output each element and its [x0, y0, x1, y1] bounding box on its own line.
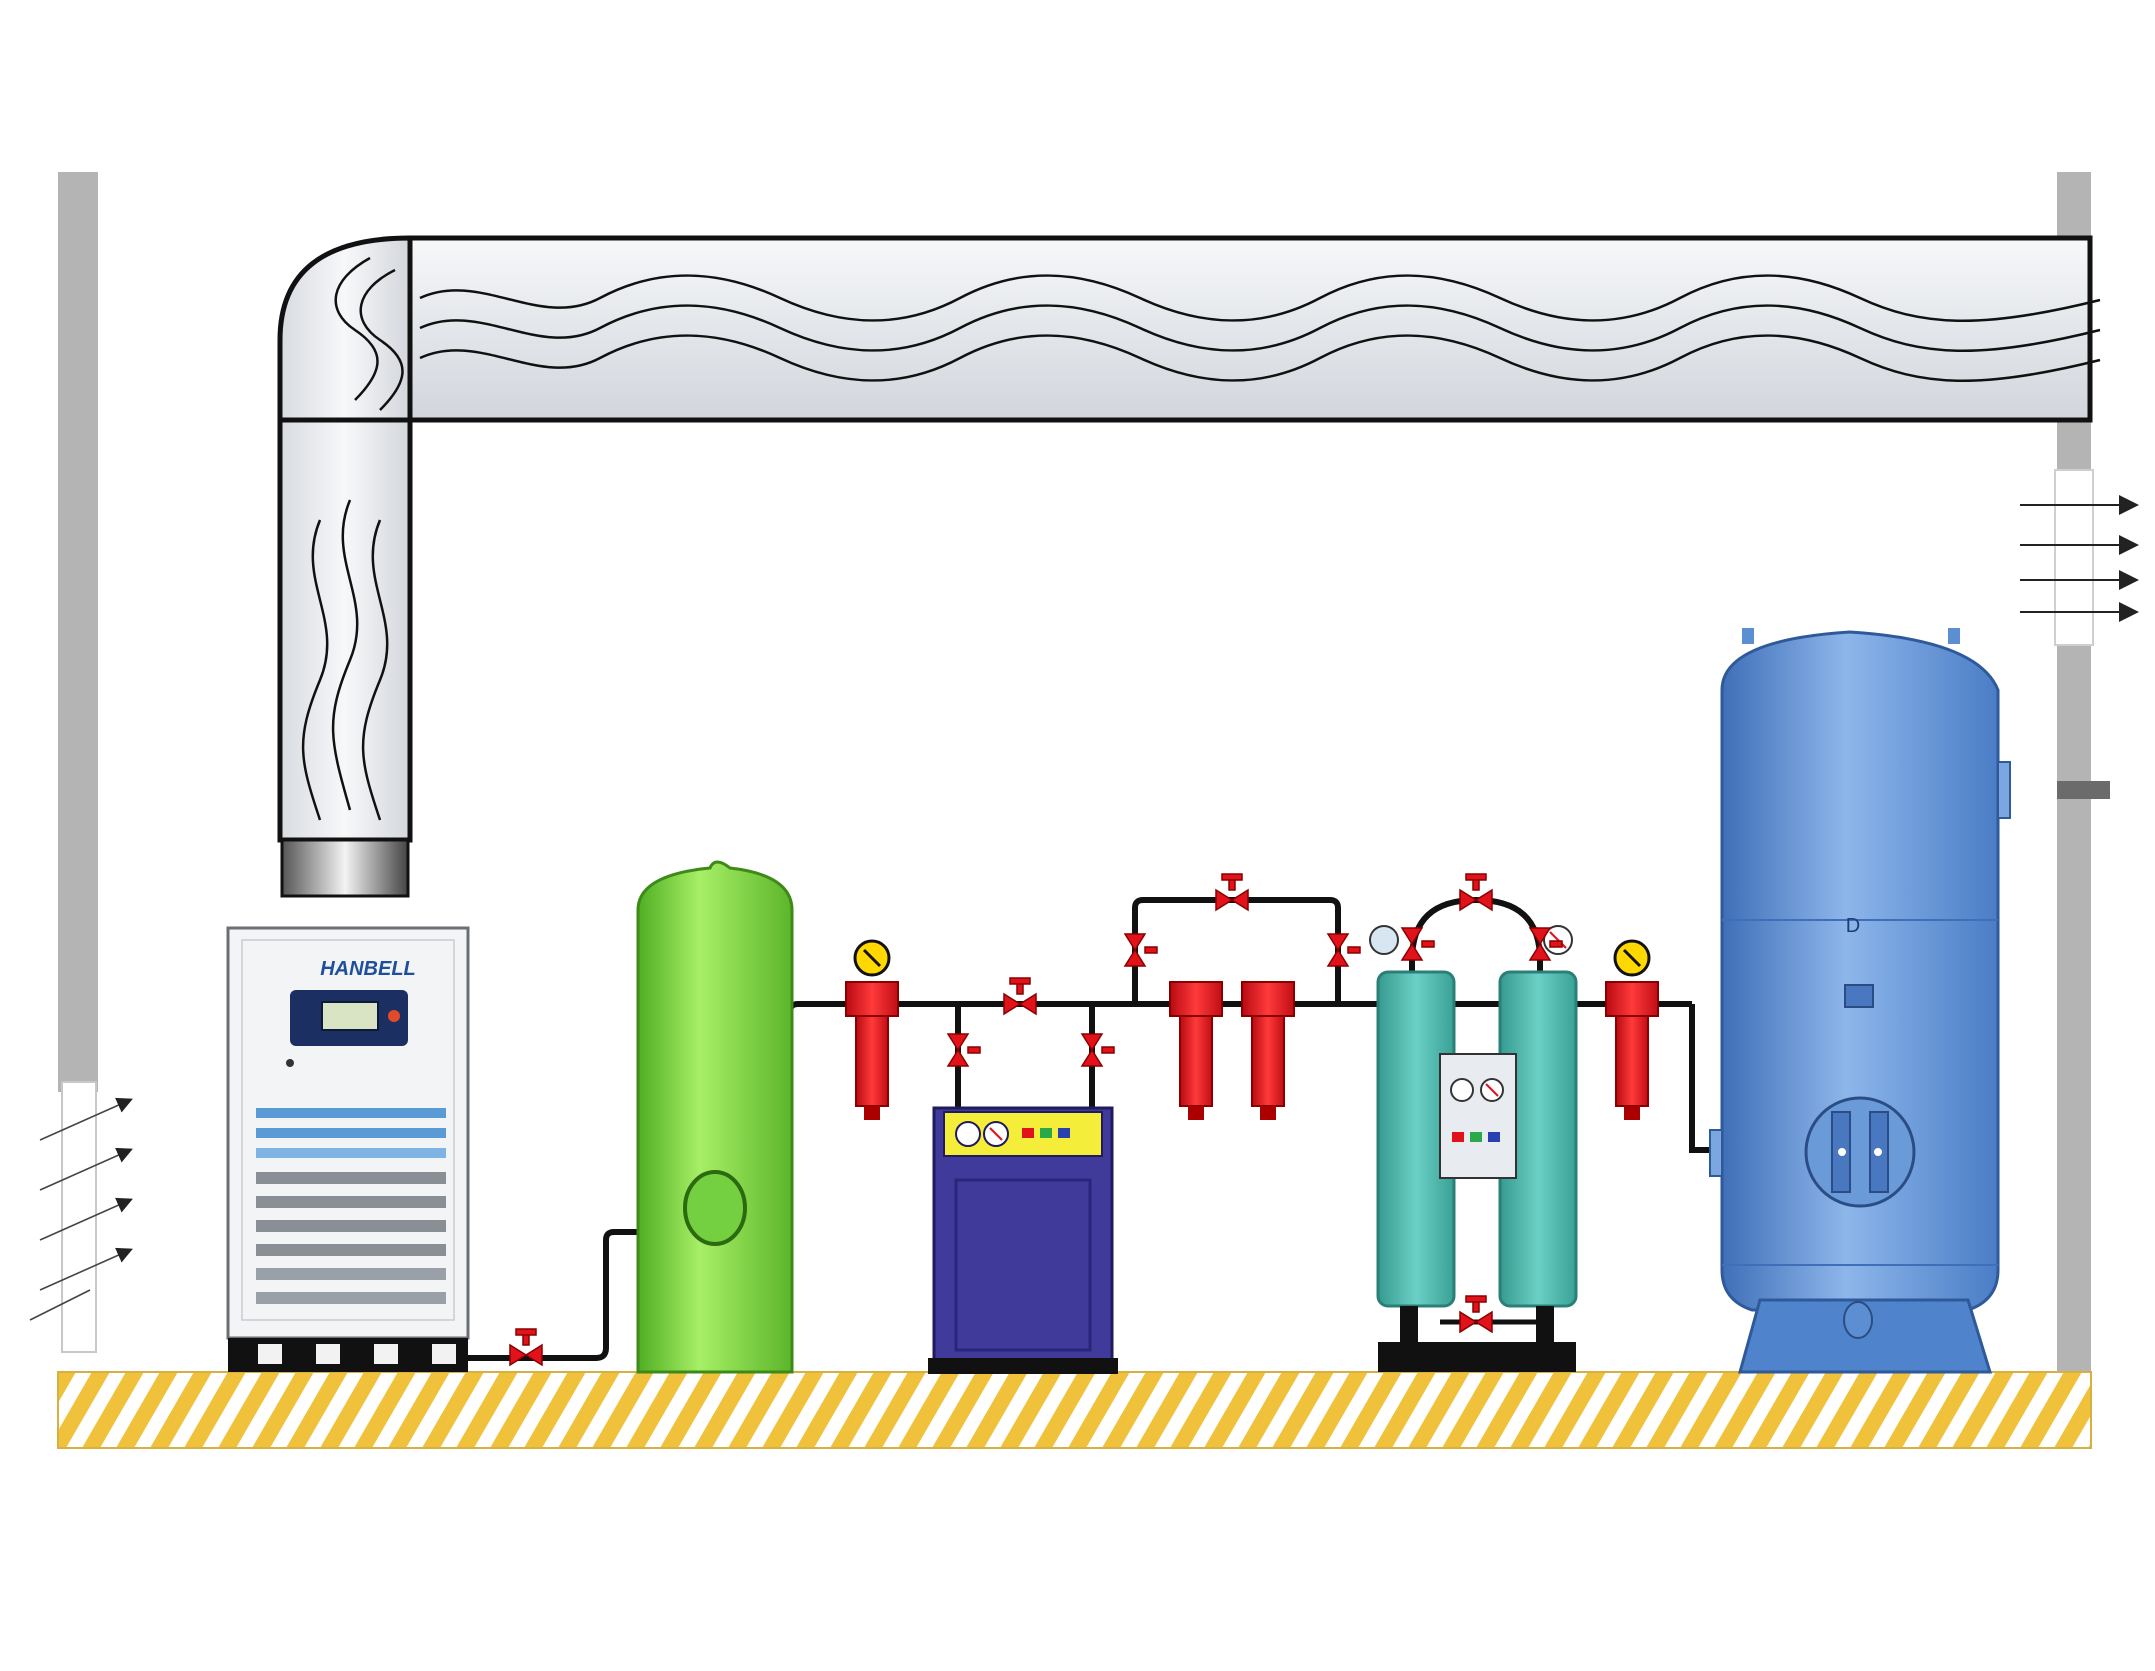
line-filter-icon: [1605, 939, 1659, 1120]
airflow-arrow-icon: [29, 1097, 133, 1321]
left-wall: [58, 172, 98, 1353]
ball-valve-icon: [509, 873, 1563, 1367]
desiccant-dryer-icon: [1369, 925, 1578, 1372]
exhaust-duct-icon: [277, 235, 2101, 898]
floor: [57, 1371, 2092, 1449]
refrigerated-dryer-icon: [928, 1106, 1118, 1374]
line-filter-icon: [1241, 981, 1295, 1120]
air-receiver-icon: D: [1709, 628, 2011, 1374]
wet-tank-icon: [636, 860, 794, 1374]
line-filter-icon: [1169, 981, 1223, 1120]
brand-label: HANBELL: [320, 958, 416, 980]
airflow-arrow-icon: [2020, 495, 2139, 622]
svg-text:D: D: [1846, 915, 1860, 937]
line-filter-icon: [845, 939, 899, 1120]
compressor-icon: HANBELL: [226, 926, 470, 1372]
